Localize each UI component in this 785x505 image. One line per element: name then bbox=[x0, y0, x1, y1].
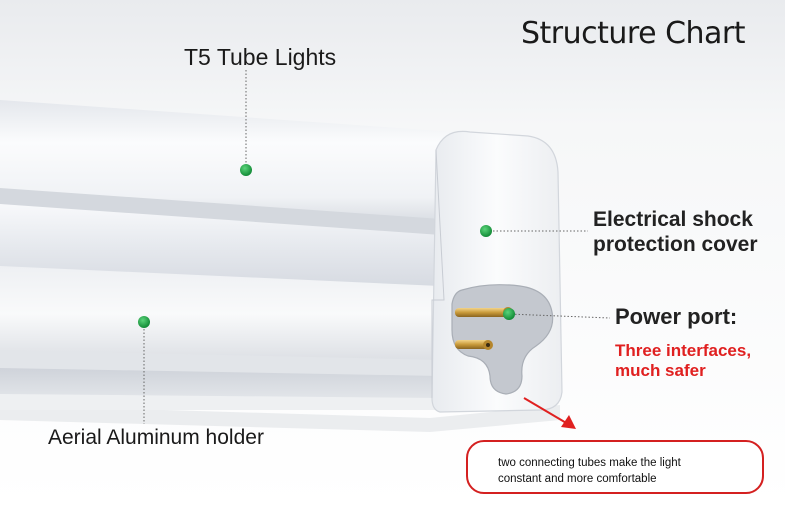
label-safer-line2: much safer bbox=[615, 361, 706, 380]
label-three-interfaces: Three interfaces, much safer bbox=[615, 341, 751, 381]
chart-title: Structure Chart bbox=[521, 16, 746, 51]
marker-shock-cover bbox=[480, 225, 492, 237]
label-aluminum-holder: Aerial Aluminum holder bbox=[48, 426, 264, 449]
end-cap bbox=[431, 130, 563, 413]
note-text: two connecting tubes make the light cons… bbox=[498, 455, 681, 487]
leader-lines bbox=[143, 70, 611, 424]
note-line1: two connecting tubes make the light bbox=[498, 457, 681, 469]
marker-holder bbox=[138, 316, 150, 328]
marker-power-port bbox=[503, 308, 515, 320]
label-power-port: Power port: bbox=[615, 304, 738, 329]
label-shock-protection-cover: Electrical shock protection cover bbox=[593, 207, 758, 257]
tube-mid-band bbox=[0, 204, 455, 288]
label-safer-line1: Three interfaces, bbox=[615, 341, 752, 360]
power-pin-lower bbox=[455, 340, 491, 349]
label-shock-line2: protection cover bbox=[593, 233, 758, 256]
note-box: two connecting tubes make the light cons… bbox=[466, 440, 764, 494]
tube-body bbox=[0, 100, 560, 432]
marker-t5-tube bbox=[240, 164, 252, 176]
tube-top-cylinder bbox=[0, 100, 455, 222]
red-arrow bbox=[523, 397, 576, 429]
label-shock-line1: Electrical shock bbox=[593, 208, 753, 231]
aluminum-holder bbox=[0, 266, 440, 362]
leader-line-power bbox=[507, 313, 611, 319]
note-line2: constant and more comfortable bbox=[498, 473, 657, 485]
label-t5-tube-lights: T5 Tube Lights bbox=[184, 44, 337, 70]
power-pin-upper bbox=[455, 308, 509, 317]
